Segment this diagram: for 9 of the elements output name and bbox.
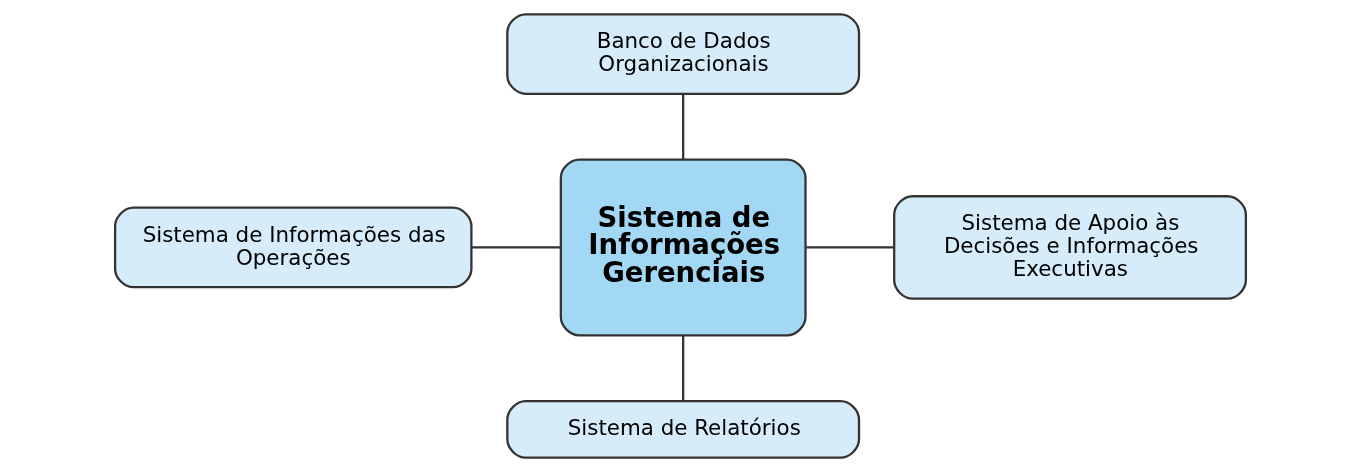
- connector: [681, 94, 684, 160]
- node-box: Banco de Dados Organizacionais: [505, 13, 860, 95]
- node-box: Sistema de Informações Gerenciais: [559, 158, 807, 337]
- node-box: Sistema de Informações das Operações: [113, 206, 473, 289]
- node-box: Sistema de Relatórios: [505, 400, 860, 459]
- connector: [681, 335, 684, 401]
- node-box: Sistema de Apoio às Decisões e Informações Executivas: [892, 195, 1247, 300]
- connector: [805, 246, 894, 249]
- connector: [470, 246, 561, 249]
